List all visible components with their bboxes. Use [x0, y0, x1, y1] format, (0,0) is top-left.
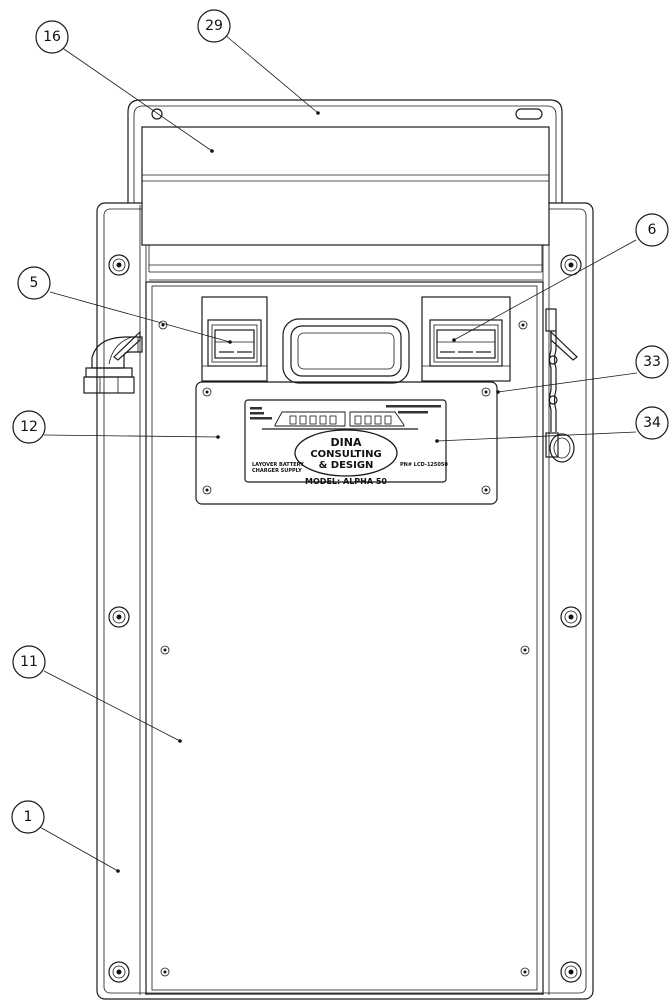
nameplate: DINA CONSULTING & DESIGN LAYOVER BATTERY…: [244, 399, 448, 486]
callout-5: 5: [17, 266, 51, 300]
screw-icon: [160, 645, 170, 655]
screw-icon: [520, 645, 530, 655]
enclosure-body: [96, 202, 594, 1000]
screw-icon: [160, 967, 170, 977]
svg-text:12: 12: [20, 419, 38, 435]
front-door: [145, 281, 544, 995]
svg-text:16: 16: [43, 29, 61, 45]
top-bracket: [127, 99, 563, 203]
left-switch: [201, 296, 268, 382]
right-switch: [421, 296, 511, 382]
fastener-icon: [560, 961, 582, 983]
nameplate-spec-text-right: [386, 405, 441, 414]
center-window: [282, 318, 410, 384]
fastener-icon: [108, 606, 130, 628]
svg-text:34: 34: [643, 415, 661, 431]
side-latches: [113, 330, 578, 361]
hood-panel: [141, 126, 550, 281]
fastener-icon: [108, 961, 130, 983]
screw-icon: [481, 485, 491, 495]
mounting-plate: [195, 381, 498, 505]
callout-33: 33: [635, 345, 669, 379]
svg-text:11: 11: [20, 654, 38, 670]
leader-lines: [37, 34, 638, 873]
callout-1: 1: [11, 800, 45, 834]
screw-icon: [202, 387, 212, 397]
logo-rail-car-icon: [262, 411, 418, 430]
side-cable: [545, 308, 575, 463]
callouts: 16 29 6 5 33 12 34 11 1: [11, 9, 669, 834]
mount-hole-icon: [151, 108, 163, 120]
screw-icon: [202, 485, 212, 495]
callout-6: 6: [635, 213, 669, 247]
screw-icon: [158, 320, 168, 330]
cable-elbow-fitting: [83, 336, 143, 394]
screw-icon: [481, 387, 491, 397]
nameplate-left-text-2: CHARGER SUPPLY: [252, 468, 302, 474]
nameplate-company-line1: DINA: [331, 436, 362, 449]
slot-hole-icon: [515, 108, 543, 120]
nameplate-model: MODEL: ALPHA 50: [305, 477, 387, 486]
screw-icon: [518, 320, 528, 330]
svg-text:33: 33: [643, 354, 661, 370]
nameplate-spec-text-left: [250, 407, 272, 420]
nameplate-company-line3: & DESIGN: [319, 460, 374, 471]
svg-text:29: 29: [205, 18, 223, 34]
nameplate-company-line2: CONSULTING: [310, 449, 381, 460]
nameplate-part-number: PN# LCD-125050: [400, 462, 448, 468]
fastener-icon: [560, 254, 582, 276]
nameplate-left-text-1: LAYOVER BATTERY: [252, 462, 304, 468]
callout-16: 16: [35, 20, 69, 54]
callout-34: 34: [635, 406, 669, 440]
callout-11: 11: [12, 645, 46, 679]
fastener-icon: [560, 606, 582, 628]
corner-fasteners: [108, 254, 582, 983]
svg-text:6: 6: [648, 222, 657, 238]
callout-29: 29: [197, 9, 231, 43]
door-screws: [158, 320, 530, 977]
svg-text:5: 5: [30, 275, 39, 291]
screw-icon: [520, 967, 530, 977]
callout-12: 12: [12, 410, 46, 444]
svg-text:1: 1: [24, 809, 33, 825]
fastener-icon: [108, 254, 130, 276]
